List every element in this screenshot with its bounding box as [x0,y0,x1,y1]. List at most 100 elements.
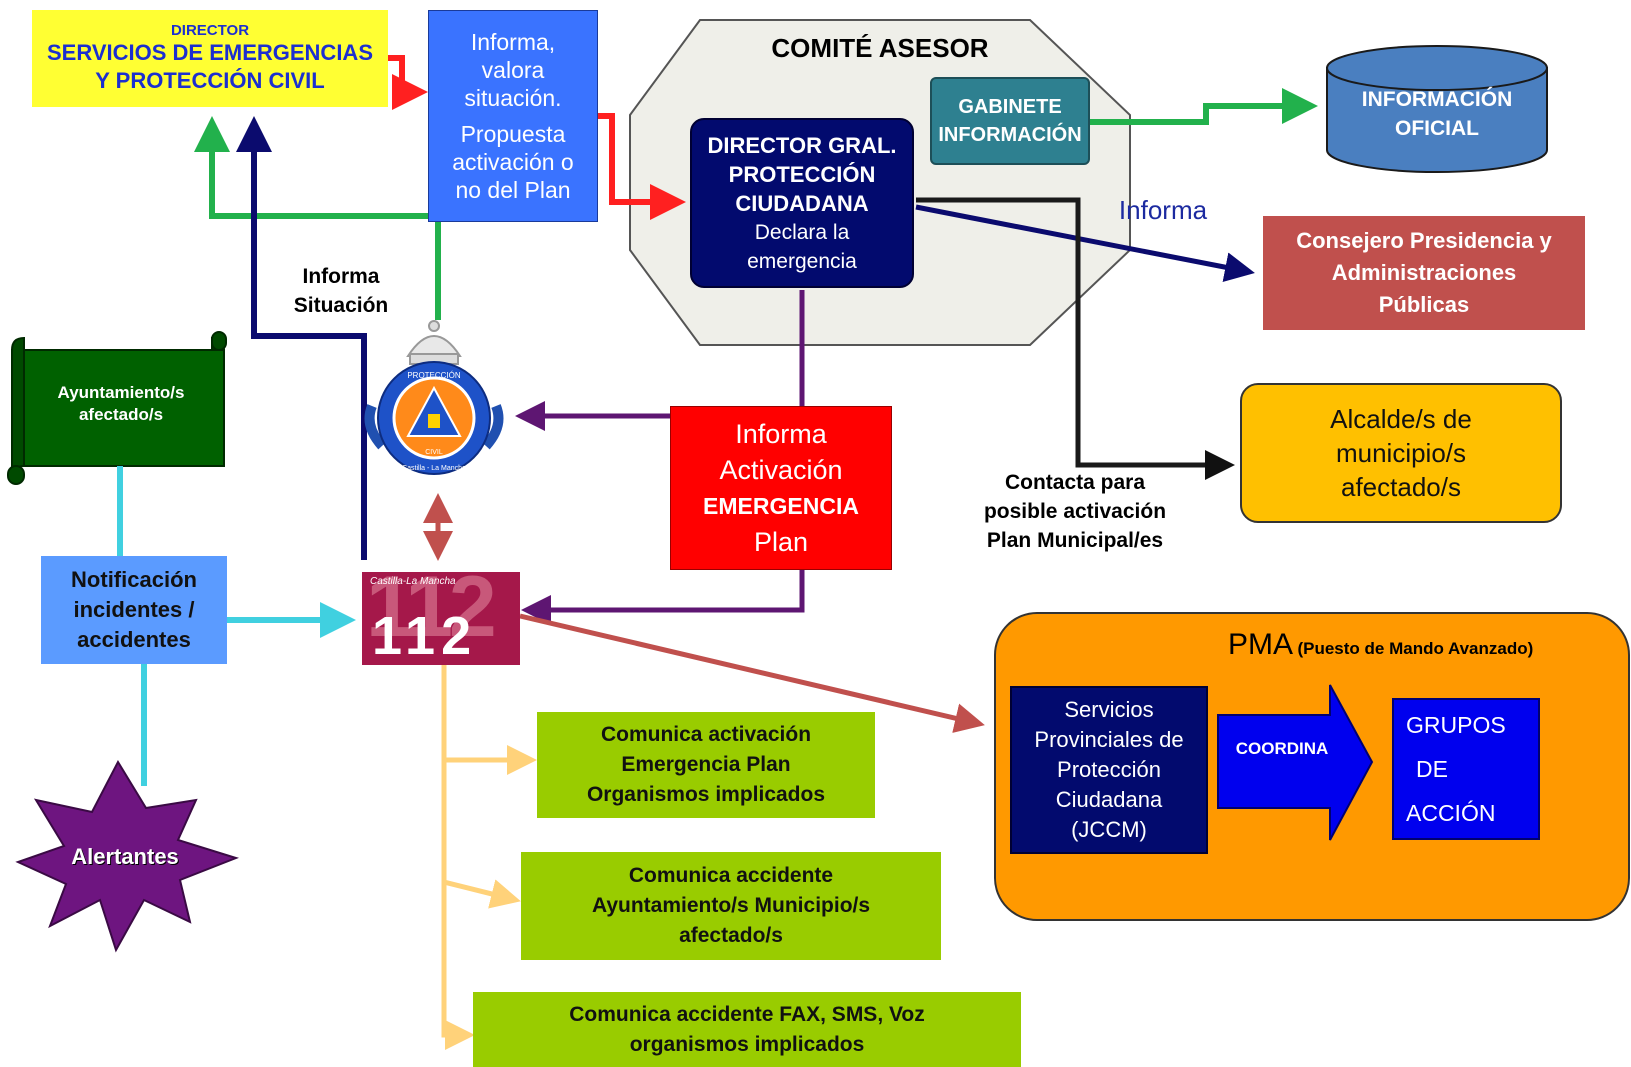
coordina-arrow [1217,684,1374,841]
arrow-112-to-comunica2 [441,760,521,909]
director-box: DIRECTOR SERVICIOS DE EMERGENCIAS Y PROT… [32,10,388,107]
emblem-ring-text: Castilla - La Mancha [402,465,466,472]
arrow-director-to-informa [386,55,428,110]
informacion-oficial-cylinder [1326,45,1548,173]
consejero-line3: Públicas [1378,292,1470,317]
grupos-line2: DE [1416,756,1448,782]
contacta-line3: Plan Municipal/es [986,529,1164,552]
coordina-label: COORDINA [1235,739,1329,758]
emblem-top-text: PROTECCIÓN [407,371,461,380]
alcalde-line1: Alcalde/s de [1330,404,1472,434]
comunica3-box: Comunica accidente FAX, SMS, Voz organis… [473,992,1021,1067]
gabinete-line1: GABINETE [958,96,1062,118]
informa-line6: no del Plan [455,177,571,203]
alcalde-line2: municipio/s [1335,438,1467,468]
informa-line5: activación o [452,149,574,175]
alertantes-label: Alertantes [71,844,179,869]
grupos-line3: ACCIÓN [1406,800,1496,826]
activacion-line1: Informa [735,419,827,449]
consejero-line1: Consejero Presidencia y [1296,228,1552,253]
director-gral-line2: PROTECCIÓN [728,161,876,187]
informa-line3: situación. [464,85,562,111]
comunica2-line1: Comunica accidente [628,864,834,887]
servicios-provinciales-box: Servicios Provinciales de Protección Ciu… [1010,686,1208,854]
ayuntamiento-label: Ayuntamiento/s afectado/s [26,374,216,434]
comite-title: COMITÉ ASESOR [771,33,989,63]
pma-title: PMA (Puesto de Mando Avanzado) [1228,628,1628,662]
alcalde-line3: afectado/s [1341,472,1461,502]
arrow-emblem-to-director [194,116,441,320]
informa-situacion-label: Informa Situación [276,262,406,320]
arrow-112-to-director [236,116,367,560]
informa-line1: Informa, [470,29,556,55]
servicios-line1: Servicios [1064,697,1154,722]
arrow-112-to-comunica1 [441,664,537,775]
grupos-line1: GRUPOS [1406,712,1506,738]
contacta-line1: Contacta para [1004,471,1146,494]
infooficial-line2: OFICIAL [1395,117,1479,140]
arrow-112-to-comunica3 [441,882,475,1050]
arrow-112-to-pma [519,613,985,733]
servicios-line5: (JCCM) [1071,817,1147,842]
arrow-informa-to-directorgral [598,113,686,220]
director-line1: SERVICIOS DE EMERGENCIAS [47,39,373,65]
ayuntamiento-line1: Ayuntamiento/s [57,383,185,402]
informa-line2: valora [481,57,545,83]
arrow-directorgral-to-consejero [915,204,1255,282]
comunica3-line2: organismos implicados [629,1032,865,1056]
notificacion-box: Notificación incidentes / accidentes [41,556,227,664]
ayuntamiento-scroll [7,331,227,485]
ayuntamiento-line2: afectado/s [78,405,164,424]
director-gral-line1: DIRECTOR GRAL. [707,132,897,158]
gabinete-line2: INFORMACIÓN [938,124,1082,146]
activacion-line4: Plan [753,527,809,557]
comunica1-line1: Comunica activación [600,723,812,746]
arrow-activacion-to-112 [521,570,805,625]
director-line2: Y PROTECCIÓN CIVIL [95,67,325,93]
comunica2-line2: Ayuntamiento/s Municipio/s [591,894,871,917]
comunica1-line3: Organismos implicados [586,783,826,806]
comunica2-line3: afectado/s [679,924,783,947]
notificacion-line1: Notificación [71,567,197,592]
informa-situacion-line2: Situación [293,294,389,317]
notificacion-line3: accidentes [77,627,191,652]
consejero-line2: Administraciones [1331,260,1517,285]
emblem-bottom-text: CIVIL [425,449,443,456]
servicios-line2: Provinciales de [1034,727,1184,752]
arrow-gabinete-to-infooficial [1090,88,1318,125]
contacta-label: Contacta para posible activación Plan Mu… [960,468,1190,555]
director-small: DIRECTOR [170,21,250,39]
infooficial-line1: INFORMACIÓN [1361,88,1513,111]
informa-valora-box: Informa, valora situación. Propuesta act… [428,10,598,222]
proteccion-civil-emblem: PROTECCIÓN CIVIL Castilla - La Mancha [364,318,504,488]
grupos-accion-box: GRUPOS DE ACCIÓN [1392,698,1540,840]
alertantes-burst [15,759,240,953]
pma-title-sub: (Puesto de Mando Avanzado) [1297,639,1534,658]
director-gral-box: DIRECTOR GRAL. PROTECCIÓN CIUDADANA Decl… [690,118,914,288]
gabinete-box: GABINETE INFORMACIÓN [930,77,1090,165]
logo-112-small: Castilla-La Mancha [370,576,456,587]
director-gral-line5: emergencia [747,249,857,273]
servicios-line4: Ciudadana [1055,787,1163,812]
comunica2-box: Comunica accidente Ayuntamiento/s Munici… [521,852,941,960]
contacta-line2: posible activación [983,500,1167,523]
director-gral-line3: CIUDADANA [735,190,869,216]
informa-activacion-box: Informa Activación EMERGENCIA Plan [670,406,892,570]
director-gral-line4: Declara la [754,220,850,244]
arrow-directorgral-to-alcalde [916,197,1235,480]
activacion-line2: Activación [719,455,843,485]
informa-line4: Propuesta [460,121,566,147]
pma-title-main: PMA [1228,628,1294,661]
logo-112-bg-digits: 112 [366,572,497,655]
comunica1-box: Comunica activación Emergencia Plan Orga… [537,712,875,818]
notificacion-line2: incidentes / [73,597,195,622]
consejero-box: Consejero Presidencia y Administraciones… [1263,216,1585,330]
comunica3-line1: Comunica accidente FAX, SMS, Voz [569,1002,925,1026]
informa-situacion-line1: Informa [302,265,380,288]
shield-crown-icon: PROTECCIÓN CIVIL Castilla - La Mancha [364,320,504,475]
logo-112: 112 Castilla-La Mancha 112 [362,572,520,665]
logo-112-number: 112 [372,606,478,665]
servicios-line3: Protección [1057,757,1161,782]
comunica1-line2: Emergencia Plan [621,753,791,776]
alcalde-box: Alcalde/s de municipio/s afectado/s [1240,383,1562,523]
